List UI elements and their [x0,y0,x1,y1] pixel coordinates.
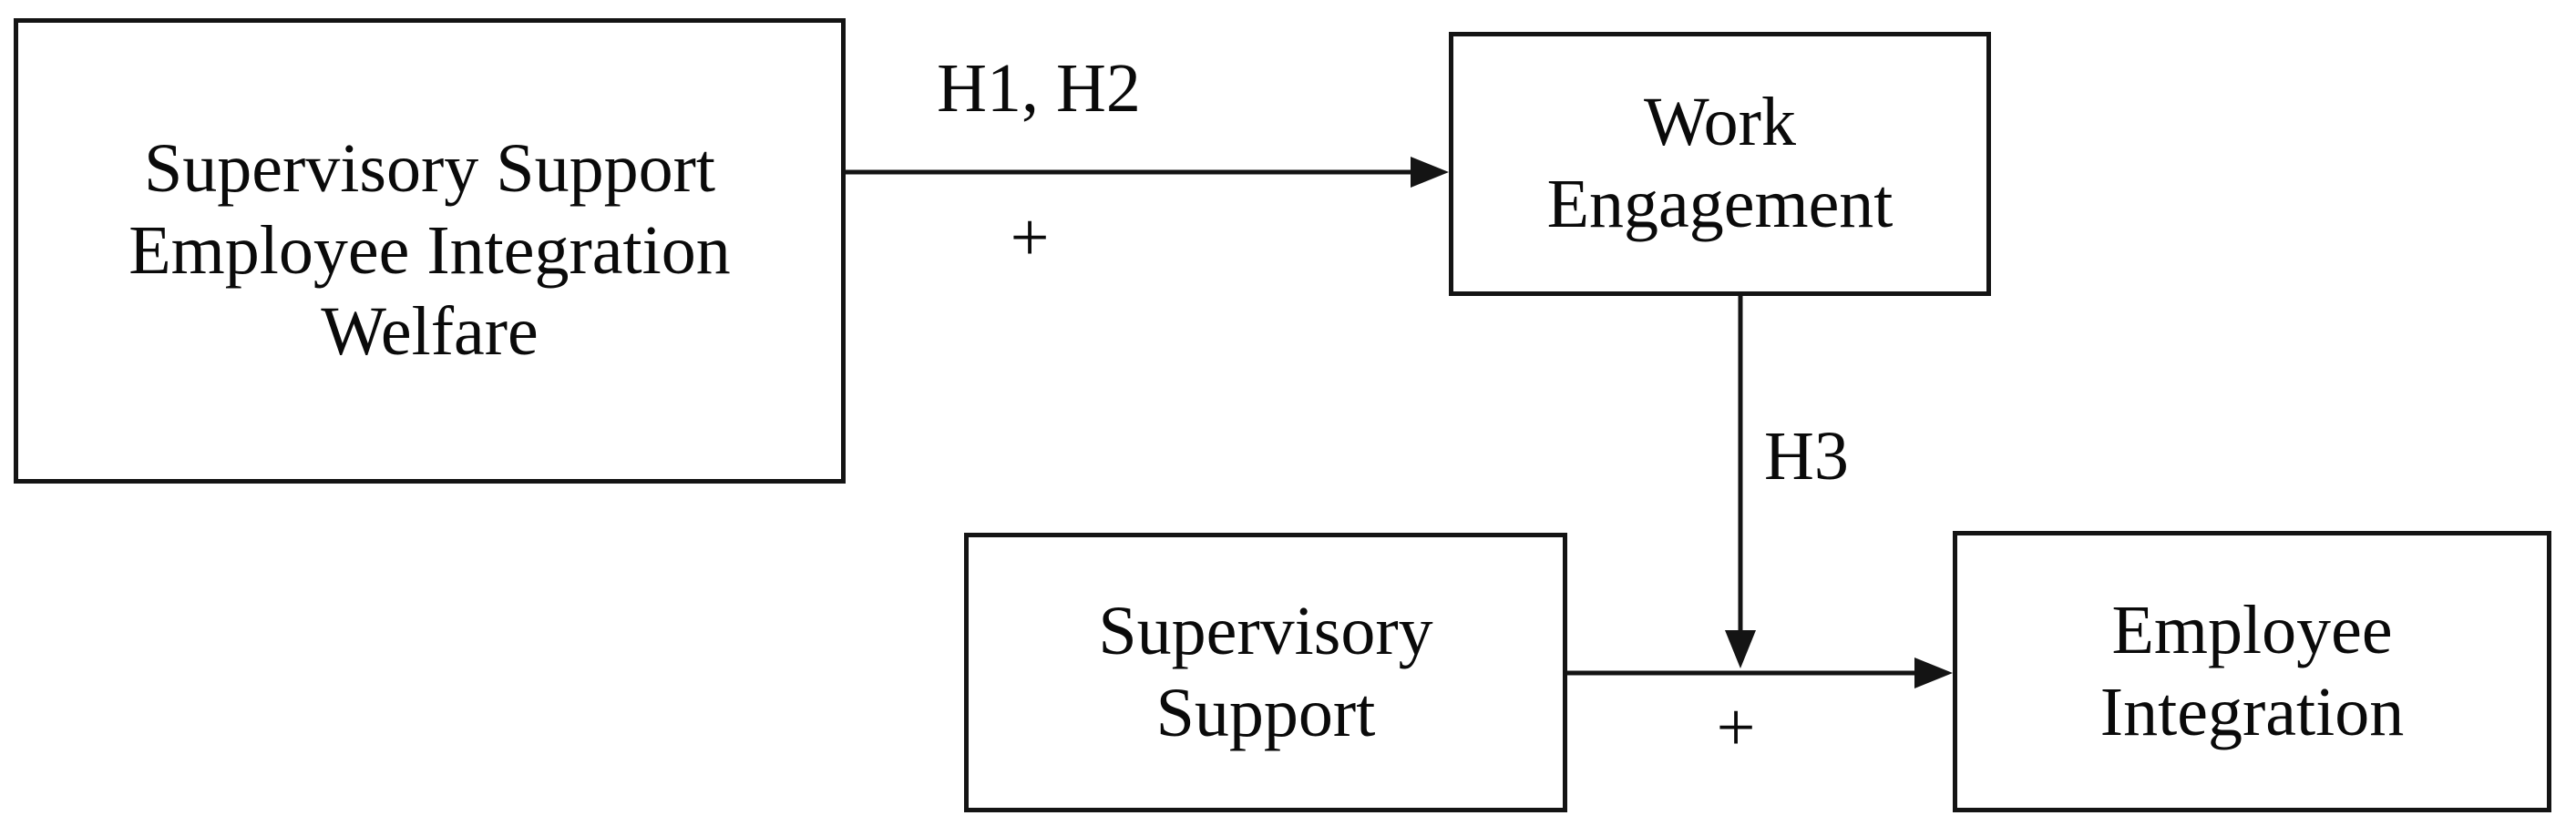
label-h3: H3 [1764,418,1849,494]
node-antecedents-line: Supervisory Support [144,129,715,207]
arrow-h1-h2 [846,157,1449,188]
node-antecedents: Supervisory Support Employee Integration… [14,18,846,484]
label-plus-direct: + [1010,199,1050,276]
arrowhead-right-icon [1411,157,1449,188]
node-employee-integration-line: Employee [2111,591,2393,668]
label-h1-h2: H1, H2 [937,50,1141,127]
node-work-engagement-line: Engagement [1546,166,1894,242]
node-work-engagement-line: Work [1644,84,1796,161]
node-work-engagement: Work Engagement [1449,32,1991,296]
label-plus-moderation: + [1716,689,1756,766]
node-employee-integration-line: Integration [2099,673,2405,750]
node-supervisory-support-line: Support [1155,674,1376,751]
arrow-h3 [1725,296,1756,668]
node-supervisory-support-line: Supervisory [1098,592,1433,669]
arrowhead-down-icon [1725,630,1756,668]
arrowhead-right-icon [1914,658,1953,688]
node-antecedents-line: Welfare [321,293,539,371]
node-supervisory-support: Supervisory Support [964,533,1567,812]
arrow-moderation [1567,658,1953,688]
node-antecedents-line: Employee Integration [128,211,731,289]
node-employee-integration: Employee Integration [1953,531,2551,812]
